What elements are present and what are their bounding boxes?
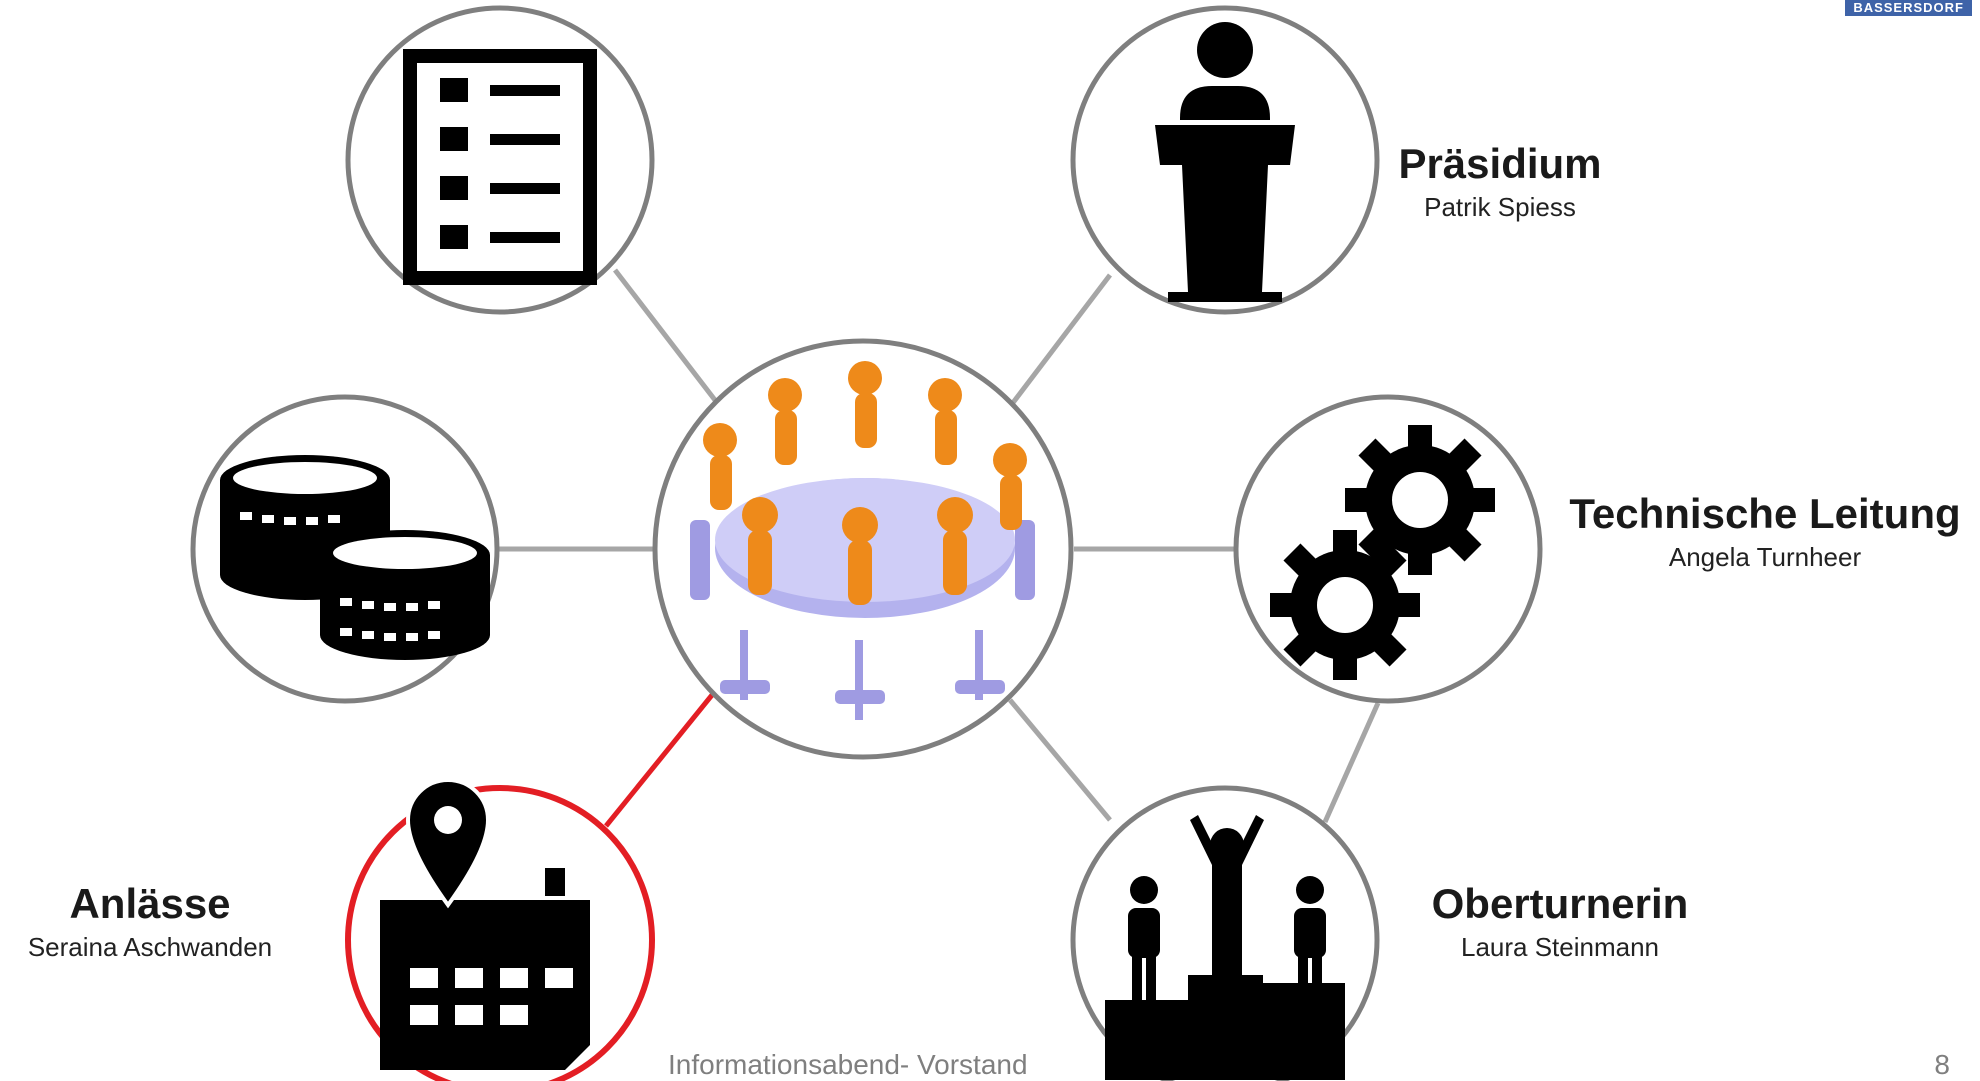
role-oberturnerin: Oberturnerin Laura Steinmann bbox=[1400, 878, 1720, 964]
meeting-table-icon bbox=[652, 338, 1074, 760]
role-person: Seraina Aschwanden bbox=[27, 932, 273, 962]
role-person: Angela Turnheer bbox=[1668, 542, 1862, 572]
role-title: Oberturnerin bbox=[1431, 880, 1689, 927]
role-anlaesse: Anlässe Seraina Aschwanden bbox=[0, 878, 300, 964]
club-logo: BASSERSDORF bbox=[1845, 0, 1972, 16]
role-title: Technische Leitung bbox=[1569, 490, 1961, 537]
gears-icon bbox=[1233, 394, 1543, 704]
role-title: Präsidium bbox=[1398, 140, 1602, 187]
checklist-icon bbox=[345, 5, 655, 315]
role-technische-leitung: Technische Leitung Angela Turnheer bbox=[1555, 488, 1975, 574]
podium-icon bbox=[1070, 5, 1380, 315]
coins-icon bbox=[190, 394, 500, 704]
page-number: 8 bbox=[1934, 1049, 1950, 1080]
winners-podium-icon bbox=[1070, 785, 1380, 1081]
role-person: Laura Steinmann bbox=[1460, 932, 1660, 962]
footer-text: Informationsabend- Vorstand bbox=[668, 1049, 1028, 1080]
calendar-location-icon bbox=[345, 778, 655, 1081]
role-person: Patrik Spiess bbox=[1424, 192, 1576, 222]
role-title: Anlässe bbox=[69, 880, 231, 927]
connector-lines bbox=[492, 268, 1381, 828]
role-praesidium: Präsidium Patrik Spiess bbox=[1380, 138, 1620, 224]
